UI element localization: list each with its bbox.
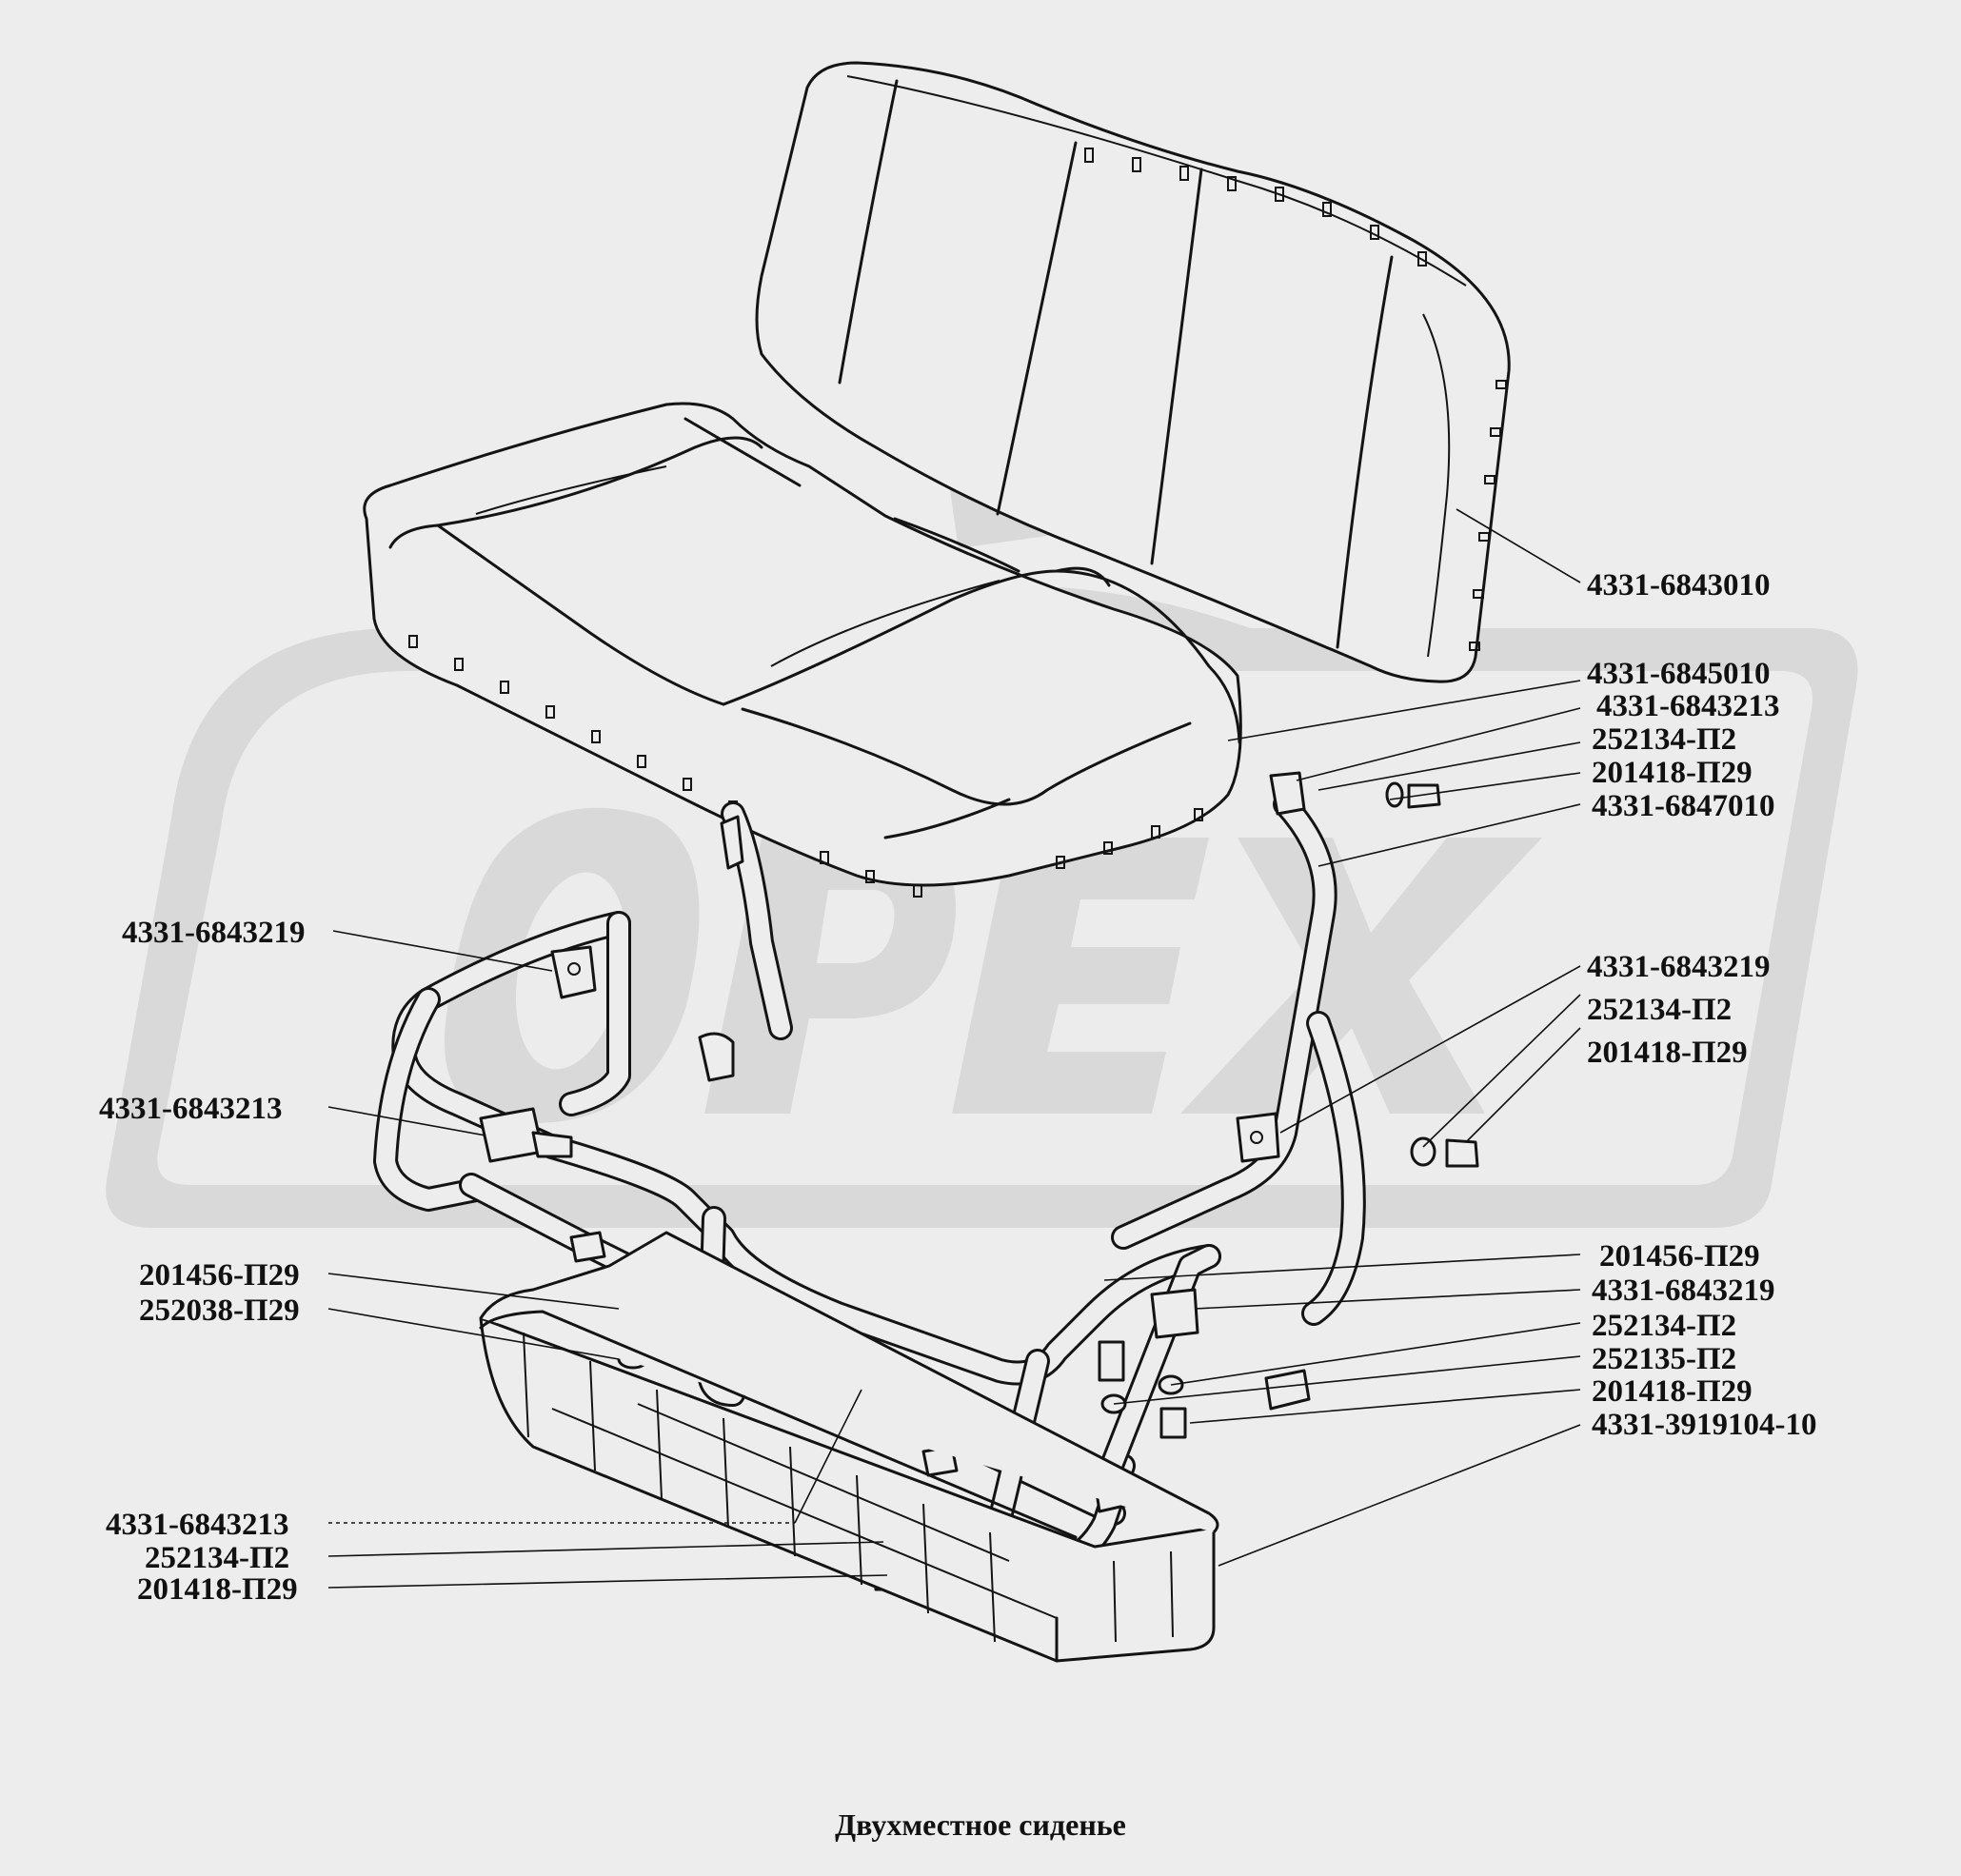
label-4331-6843213-c: 4331-6843213 [106,1508,289,1542]
label-252134-p2-d: 252134-П2 [145,1541,289,1575]
label-201418-p29-c: 201418-П29 [1592,1374,1753,1409]
label-201418-p29-a: 201418-П29 [1592,756,1753,790]
label-201456-p29-b: 201456-П29 [139,1258,300,1293]
leader-lines [327,508,1581,1589]
bracket-4331-6843213-left [479,1107,573,1163]
label-4331-6847010: 4331-6847010 [1592,789,1775,823]
bracket-4331-6843213-right [1269,771,1306,816]
bracket-4331-6843219-left [550,945,597,999]
label-252134-p2-b: 252134-П2 [1587,993,1732,1027]
diagram-caption: Двухместное сиденье [835,1807,1126,1842]
tool-box [479,1231,1219,1663]
bracket-4331-6843219-right [1236,1112,1280,1163]
label-201418-p29-d: 201418-П29 [137,1572,298,1607]
seat-back-staples [1084,148,1507,651]
label-201456-p29-a: 201456-П29 [1599,1239,1760,1274]
part-labels: 4331-6843010 4331-6845010 4331-6843213 2… [99,568,1816,1607]
label-252134-p2-c: 252134-П2 [1592,1309,1736,1343]
label-252134-p2-a: 252134-П2 [1592,722,1736,757]
label-4331-6843219-c: 4331-6843219 [122,916,306,950]
label-4331-6843219-a: 4331-6843219 [1587,950,1771,984]
label-4331-6843219-b: 4331-6843219 [1592,1274,1775,1308]
label-4331-6843010: 4331-6843010 [1587,568,1771,602]
label-201418-p29-b: 201418-П29 [1587,1036,1748,1070]
label-252135-p2: 252135-П2 [1592,1342,1736,1376]
label-4331-6845010: 4331-6845010 [1587,657,1771,691]
label-4331-3919104-10: 4331-3919104-10 [1592,1408,1816,1442]
label-4331-6843213-b: 4331-6843213 [99,1092,283,1126]
bracket-upper-rear [720,815,744,870]
seat-back [755,61,1511,683]
label-4331-6843213-a: 4331-6843213 [1596,689,1780,723]
label-252038-p29: 252038-П29 [139,1293,300,1328]
seat-cushion [363,402,1242,898]
clamp-mid-left [698,1032,735,1082]
bracket-4331-6843219-lower [1150,1288,1199,1339]
